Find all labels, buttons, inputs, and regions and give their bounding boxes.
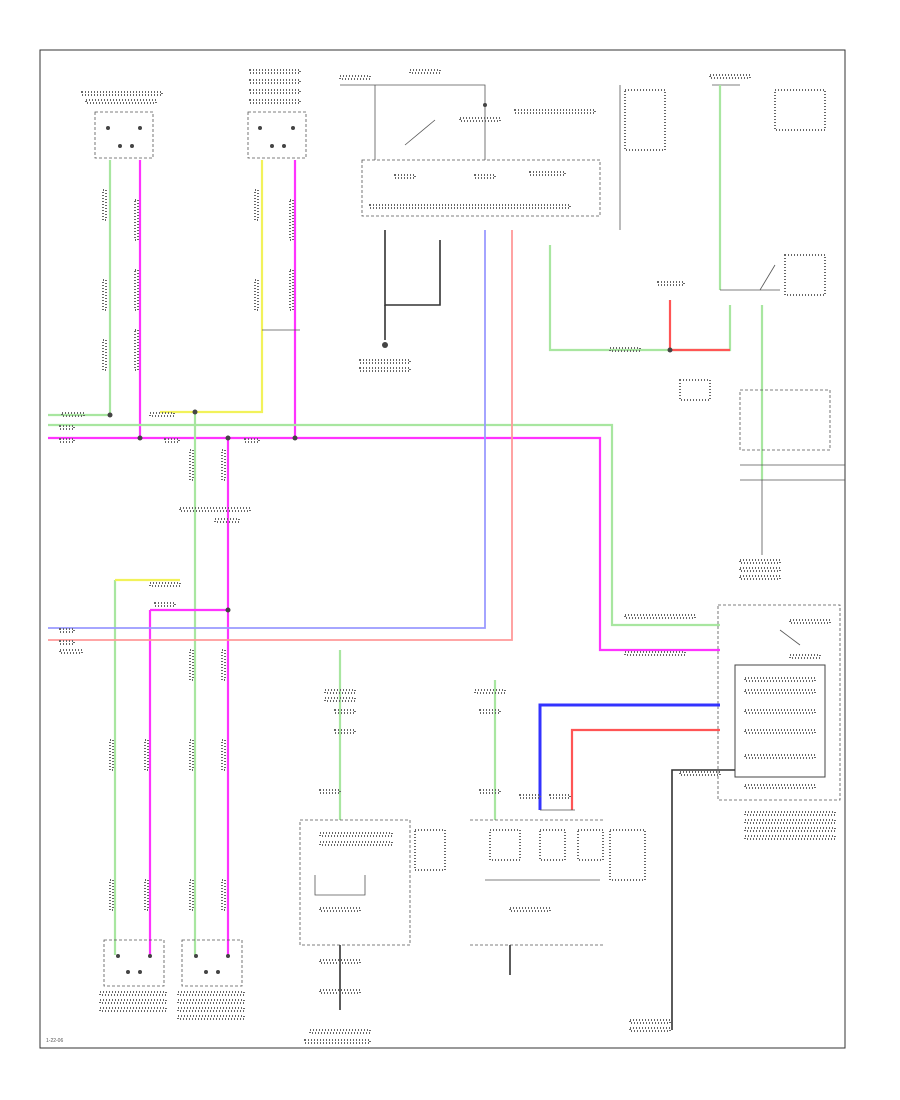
- front-right-door-sensor: [247, 69, 307, 159]
- rear-left-door-sensor: [99, 939, 167, 1012]
- right-door-lock-assembly: [717, 604, 841, 840]
- wire-labels-vertical: [102, 189, 294, 911]
- bus-pink: [48, 230, 513, 641]
- right-switch-body: [739, 389, 831, 451]
- wire-green-fuse-loop: [548, 245, 732, 352]
- bus-blue: [48, 230, 486, 629]
- wire-red-bold: [570, 728, 720, 810]
- bus-green: [48, 423, 720, 627]
- diagram-frame: [39, 49, 846, 1049]
- wire-yellow-right-sensor: [160, 160, 264, 414]
- lower-right-module: [470, 819, 646, 946]
- page-code: 1-22-06: [46, 1038, 63, 1044]
- top-center-module: [339, 69, 666, 230]
- wire-green-left-sensor: [48, 160, 112, 417]
- ground-icon: [382, 342, 388, 348]
- junction-dots: [107, 347, 673, 613]
- lower-center-module: [299, 819, 446, 946]
- top-right-fuse-switch: [709, 74, 826, 296]
- wire-blue-bold: [538, 703, 720, 810]
- front-left-door-sensor: [81, 91, 163, 159]
- bus-magenta: [48, 436, 720, 652]
- wire-black-right: [671, 769, 735, 1030]
- wire-module-ground: [384, 230, 441, 306]
- rear-right-door-sensor: [177, 939, 245, 1020]
